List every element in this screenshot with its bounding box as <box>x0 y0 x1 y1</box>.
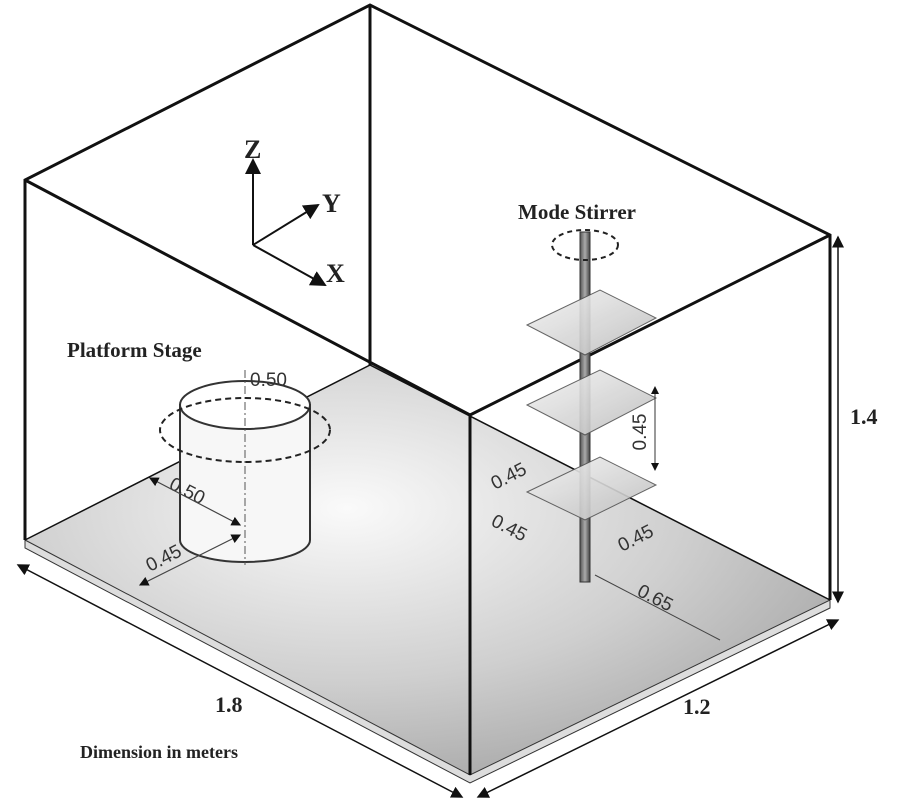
axis-z-label: Z <box>244 135 261 164</box>
dim-plate-spacing: 0.45 <box>630 414 651 451</box>
coordinate-axes <box>245 158 327 286</box>
dim-length: 1.8 <box>215 692 243 717</box>
mode-stirrer-label: Mode Stirrer <box>518 200 636 224</box>
mode-stirrer <box>525 229 721 641</box>
dim-height: 1.4 <box>850 404 878 429</box>
dim-width: 1.2 <box>683 694 711 719</box>
dim-stage-diameter: 0.50 <box>250 370 287 391</box>
axis-x-label: X <box>326 259 345 288</box>
platform-stage <box>159 370 331 565</box>
axis-y-label: Y <box>322 189 341 218</box>
dimension-note: Dimension in meters <box>80 742 238 762</box>
platform-stage-label: Platform Stage <box>67 338 202 362</box>
